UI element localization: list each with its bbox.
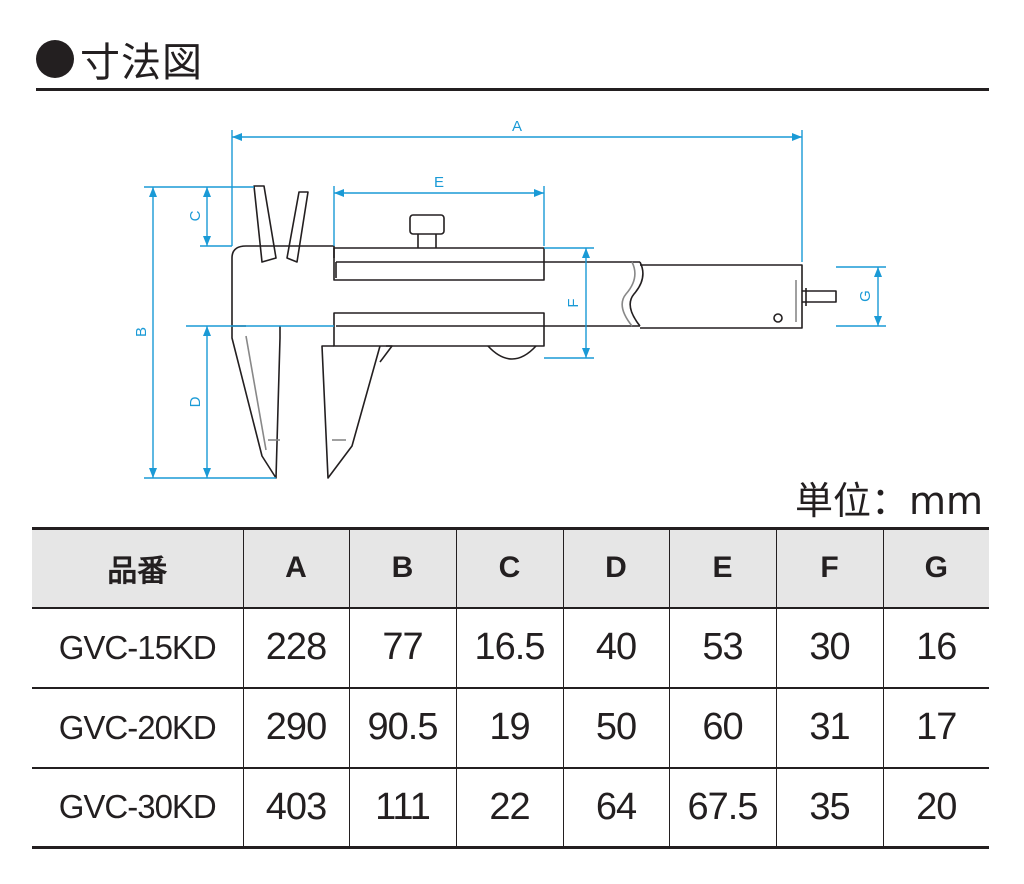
cell-c: 22 bbox=[455, 767, 563, 848]
label-d: D bbox=[187, 396, 204, 407]
cell-f: 31 bbox=[775, 687, 883, 768]
cell-a: 290 bbox=[242, 687, 349, 768]
header-model: 品番 bbox=[107, 555, 168, 589]
cell-model: GVC-30KD bbox=[58, 788, 217, 826]
dimension-lines bbox=[144, 130, 886, 479]
cell-f: 35 bbox=[775, 767, 883, 848]
cell-e: 67.5 bbox=[668, 767, 776, 848]
cell-d: 40 bbox=[562, 607, 669, 688]
section-title: 寸法図 bbox=[80, 40, 203, 86]
cell-g: 16 bbox=[882, 607, 989, 688]
dimension-labels: A E B C D F G bbox=[133, 118, 874, 407]
header-b: B bbox=[348, 528, 456, 608]
cell-f: 30 bbox=[775, 607, 883, 688]
label-a: A bbox=[512, 118, 522, 135]
cell-c: 19 bbox=[455, 687, 563, 768]
cell-e: 60 bbox=[668, 687, 776, 768]
cell-a: 403 bbox=[242, 767, 349, 848]
label-f: F bbox=[565, 298, 582, 307]
cell-b: 77 bbox=[348, 607, 456, 688]
label-g: G bbox=[857, 290, 874, 302]
table-row: GVC-20KD 290 90.5 19 50 60 31 17 bbox=[32, 687, 989, 768]
cell-b: 111 bbox=[348, 767, 456, 848]
cell-d: 50 bbox=[562, 687, 669, 768]
spec-table: 品番 A B C D E F G GVC-15KD 228 77 16.5 40… bbox=[32, 527, 989, 849]
label-b: B bbox=[133, 327, 150, 337]
cell-e: 53 bbox=[668, 607, 776, 688]
heading-rule bbox=[36, 88, 989, 91]
cell-c: 16.5 bbox=[455, 607, 563, 688]
header-e: E bbox=[668, 528, 776, 608]
cell-g: 17 bbox=[882, 687, 989, 768]
table-row: GVC-15KD 228 77 16.5 40 53 30 16 bbox=[32, 607, 989, 688]
cell-b: 90.5 bbox=[348, 687, 456, 768]
section-heading: 寸法図 bbox=[36, 30, 203, 88]
header-c: C bbox=[455, 528, 563, 608]
label-e: E bbox=[434, 174, 444, 191]
header-a: A bbox=[242, 528, 349, 608]
caliper-dimension-drawing: A E B C D F G bbox=[133, 118, 886, 479]
cell-d: 64 bbox=[562, 767, 669, 848]
cell-a: 228 bbox=[242, 607, 349, 688]
header-f: F bbox=[775, 528, 883, 608]
cell-g: 20 bbox=[882, 767, 989, 848]
caliper-outline bbox=[231, 185, 837, 479]
cell-model: GVC-15KD bbox=[58, 628, 217, 666]
table-row: GVC-30KD 403 111 22 64 67.5 35 20 bbox=[32, 767, 989, 848]
header-d: D bbox=[562, 528, 669, 608]
header-g: G bbox=[882, 528, 989, 608]
table-header-row: 品番 A B C D E F G bbox=[32, 528, 989, 608]
label-c: C bbox=[187, 210, 204, 221]
unit-note: 単位：mm bbox=[794, 479, 983, 523]
bullet-icon bbox=[36, 40, 74, 78]
cell-model: GVC-20KD bbox=[58, 708, 217, 746]
